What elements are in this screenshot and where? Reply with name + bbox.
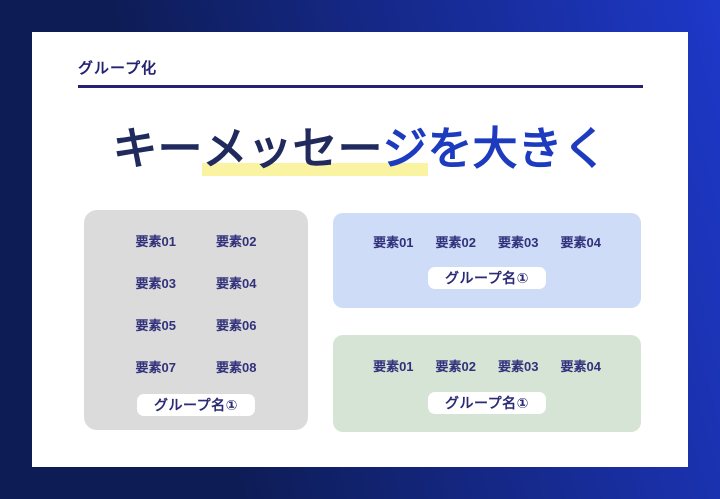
slide-title: キーメッセージを大きく: [32, 123, 688, 176]
element-item: 要素02: [435, 359, 476, 374]
group-name-pill: グループ名①: [136, 394, 255, 416]
element-row: 要素01 要素02 要素03 要素04: [333, 360, 641, 373]
element-item: 要素06: [216, 318, 257, 333]
element-item: 要素03: [135, 276, 176, 291]
element-item: 要素05: [135, 318, 176, 333]
element-item: 要素01: [373, 235, 414, 250]
group-box-blue: 要素01 要素02 要素03 要素04 グループ名①: [333, 213, 641, 308]
element-item: 要素04: [560, 359, 601, 374]
title-part-dark-highlighted: メッセー: [202, 123, 383, 176]
group-box-green: 要素01 要素02 要素03 要素04 グループ名①: [333, 335, 641, 432]
element-item: 要素03: [498, 235, 539, 250]
group-name-pill: グループ名①: [427, 392, 546, 414]
title-part-blue: を大きく: [427, 123, 608, 174]
element-item: 要素03: [498, 359, 539, 374]
section-header-label: グループ化: [78, 60, 158, 77]
element-item: 要素04: [560, 235, 601, 250]
element-item: 要素02: [216, 234, 257, 249]
element-item: 要素01: [135, 234, 176, 249]
group-box-gray: 要素01 要素02 要素03 要素04 要素05 要素06 要素07 要素08 …: [84, 210, 308, 430]
group-name-pill: グループ名①: [427, 267, 546, 289]
group-name-label: グループ名①: [153, 397, 238, 413]
section-header: グループ化: [78, 60, 643, 88]
element-item: 要素08: [216, 360, 257, 375]
group-name-label: グループ名①: [444, 395, 529, 411]
group-name-label: グループ名①: [444, 270, 529, 286]
element-item: 要素02: [435, 235, 476, 250]
title-part-dark: キー: [112, 123, 203, 174]
element-item: 要素04: [216, 276, 257, 291]
element-item: 要素01: [373, 359, 414, 374]
title-part-blue-highlighted: ジ: [382, 123, 428, 176]
element-row: 要素01 要素02 要素03 要素04: [333, 236, 641, 249]
element-item: 要素07: [135, 360, 176, 375]
element-grid: 要素01 要素02 要素03 要素04 要素05 要素06 要素07 要素08: [84, 210, 308, 374]
slide-card: グループ化 キーメッセージを大きく 要素01 要素02 要素03 要素04 要素…: [32, 32, 688, 467]
